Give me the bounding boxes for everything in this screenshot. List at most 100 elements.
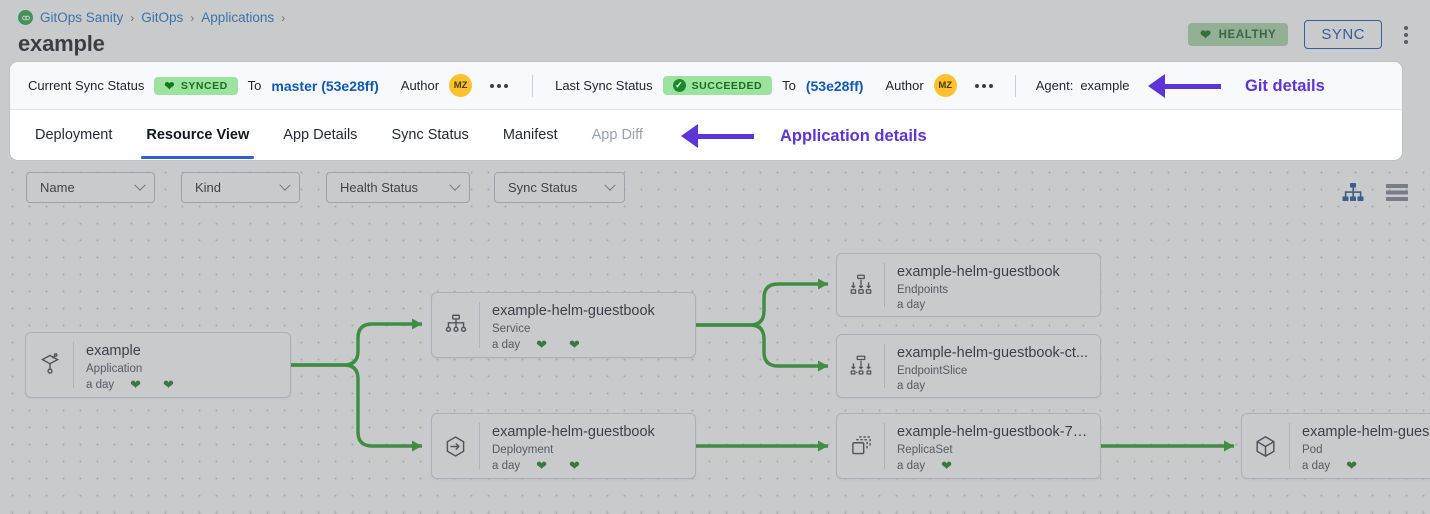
graph-node-endpoints[interactable]: example-helm-guestbook Endpoints a day bbox=[836, 253, 1101, 317]
page-header: GitOps Sanity › GitOps › Applications › … bbox=[0, 0, 1430, 62]
breadcrumb-item-applications[interactable]: Applications bbox=[201, 10, 275, 25]
graph-node-pod[interactable]: example-helm-guest Pod a day ❤ bbox=[1241, 413, 1430, 479]
sync-button[interactable]: SYNC bbox=[1304, 20, 1382, 49]
breadcrumb: GitOps Sanity › GitOps › Applications › bbox=[18, 10, 285, 25]
arrow-left-icon bbox=[681, 124, 754, 148]
node-age: a day bbox=[897, 380, 926, 393]
node-meta: a day ❤ ❤ bbox=[86, 378, 280, 391]
sync-heart-icon: ❤ bbox=[569, 337, 580, 353]
filter-health-status-label: Health Status bbox=[340, 180, 419, 195]
current-revision-link[interactable]: master (53e28ff) bbox=[271, 77, 379, 94]
health-badge-label: HEALTHY bbox=[1218, 28, 1277, 41]
divider bbox=[532, 74, 534, 97]
node-divider bbox=[479, 423, 480, 469]
node-kind: Endpoints bbox=[897, 284, 949, 297]
health-heart-icon: ❤ bbox=[130, 377, 142, 393]
header-actions: ❤ HEALTHY SYNC bbox=[1188, 20, 1414, 49]
breadcrumb-separator-icon: › bbox=[190, 10, 195, 25]
sync-status-strip: Current Sync Status ❤ SYNCED To master (… bbox=[10, 62, 1402, 110]
node-kind: Deployment bbox=[492, 444, 554, 457]
current-sync-status-group: Current Sync Status ❤ SYNCED To master (… bbox=[18, 74, 509, 97]
tab-deployment[interactable]: Deployment bbox=[35, 126, 113, 143]
graph-node-service[interactable]: example-helm-guestbook Service a day ❤ ❤ bbox=[431, 292, 696, 358]
sync-heart-icon: ❤ bbox=[569, 458, 580, 474]
current-to-label: To bbox=[247, 78, 262, 93]
node-meta: a day ❤ ❤ bbox=[492, 338, 685, 351]
heart-icon: ❤ bbox=[1200, 27, 1212, 42]
annotation-application-details: Application details bbox=[681, 124, 927, 148]
node-title: example bbox=[86, 343, 141, 359]
node-title: example-helm-guestbook bbox=[897, 264, 1060, 280]
last-sync-status-label: Last Sync Status bbox=[555, 78, 653, 93]
last-more-options-icon[interactable] bbox=[974, 83, 993, 88]
filter-kind[interactable]: Kind bbox=[181, 172, 300, 203]
node-divider bbox=[479, 302, 480, 348]
last-sync-status-group: Last Sync Status ✓ SUCCEEDED To (53e28ff… bbox=[555, 74, 993, 97]
tab-app-diff[interactable]: App Diff bbox=[591, 126, 643, 143]
node-divider bbox=[884, 344, 885, 388]
heart-icon: ❤ bbox=[164, 78, 175, 93]
node-age: a day bbox=[86, 378, 115, 391]
current-more-options-icon[interactable] bbox=[490, 83, 509, 88]
breadcrumb-separator-icon: › bbox=[130, 10, 135, 25]
node-title: example-helm-guest bbox=[1302, 424, 1430, 440]
current-sync-status-badge-label: SYNCED bbox=[180, 79, 228, 92]
breadcrumb-item-gitops[interactable]: GitOps bbox=[141, 10, 184, 25]
tree-view-icon[interactable] bbox=[1342, 183, 1364, 202]
node-body: example-helm-guestbook-ct... EndpointSli… bbox=[885, 335, 1100, 397]
tab-manifest[interactable]: Manifest bbox=[502, 126, 558, 143]
list-view-icon[interactable] bbox=[1386, 184, 1408, 201]
node-body: example-helm-guestbook Service a day ❤ ❤ bbox=[480, 293, 695, 357]
page-title: example bbox=[18, 31, 105, 56]
current-sync-status-badge: ❤ SYNCED bbox=[154, 76, 238, 95]
node-kind: Pod bbox=[1302, 444, 1323, 457]
last-sync-status-badge-label: SUCCEEDED bbox=[691, 79, 763, 92]
annotation-git-details: Git details bbox=[1148, 74, 1325, 98]
node-body: example-helm-guest Pod a day ❤ bbox=[1290, 414, 1430, 478]
node-age: a day bbox=[897, 299, 926, 312]
node-kind: ReplicaSet bbox=[897, 444, 953, 457]
graph-node-replicaset[interactable]: example-helm-guestbook-74... ReplicaSet … bbox=[836, 413, 1101, 479]
health-heart-icon: ❤ bbox=[536, 337, 548, 353]
filter-bar: Name Kind Health Status Sync Status bbox=[0, 160, 1430, 215]
breadcrumb-item-gitops-sanity[interactable]: GitOps Sanity bbox=[40, 10, 124, 25]
last-revision-link[interactable]: (53e28ff) bbox=[805, 77, 864, 94]
node-title: example-helm-guestbook-74... bbox=[897, 424, 1090, 440]
tab-sync-status[interactable]: Sync Status bbox=[391, 126, 469, 143]
tab-app-details[interactable]: App Details bbox=[283, 126, 358, 143]
health-heart-icon: ❤ bbox=[1346, 458, 1358, 474]
node-meta: a day bbox=[897, 299, 1090, 311]
filter-name-label: Name bbox=[40, 180, 75, 195]
graph-node-application[interactable]: example Application a day ❤ ❤ bbox=[25, 332, 291, 398]
node-title: example-helm-guestbook-ct... bbox=[897, 345, 1088, 361]
graph-node-endpointslice[interactable]: example-helm-guestbook-ct... EndpointSli… bbox=[836, 334, 1101, 398]
filter-sync-status[interactable]: Sync Status bbox=[494, 172, 625, 203]
annotation-git-details-label: Git details bbox=[1245, 76, 1325, 95]
gitops-logo-icon bbox=[18, 10, 33, 25]
health-heart-icon: ❤ bbox=[941, 458, 953, 474]
node-age: a day bbox=[492, 459, 521, 472]
breadcrumb-separator-icon: › bbox=[281, 10, 286, 25]
endpoints-icon bbox=[837, 254, 884, 316]
node-body: example-helm-guestbook Deployment a day … bbox=[480, 414, 695, 478]
graph-node-deployment[interactable]: example-helm-guestbook Deployment a day … bbox=[431, 413, 696, 479]
filter-name[interactable]: Name bbox=[26, 172, 155, 203]
tab-resource-view[interactable]: Resource View bbox=[129, 110, 266, 159]
avatar: MZ bbox=[933, 74, 957, 97]
node-divider bbox=[1289, 423, 1290, 469]
node-title: example-helm-guestbook bbox=[492, 424, 655, 440]
chevron-down-icon bbox=[449, 179, 461, 191]
replicaset-icon bbox=[837, 414, 884, 478]
filter-health-status[interactable]: Health Status bbox=[326, 172, 470, 203]
chevron-down-icon bbox=[279, 179, 291, 191]
filter-sync-status-label: Sync Status bbox=[508, 180, 578, 195]
last-author-label: Author bbox=[885, 78, 924, 93]
node-age: a day bbox=[492, 338, 521, 351]
node-meta: a day ❤ ❤ bbox=[492, 459, 685, 472]
last-sync-status-badge: ✓ SUCCEEDED bbox=[662, 76, 773, 95]
annotation-application-details-label: Application details bbox=[780, 126, 927, 145]
more-options-icon[interactable] bbox=[1398, 24, 1414, 46]
node-body: example-helm-guestbook Endpoints a day bbox=[885, 254, 1100, 316]
node-divider bbox=[884, 423, 885, 469]
